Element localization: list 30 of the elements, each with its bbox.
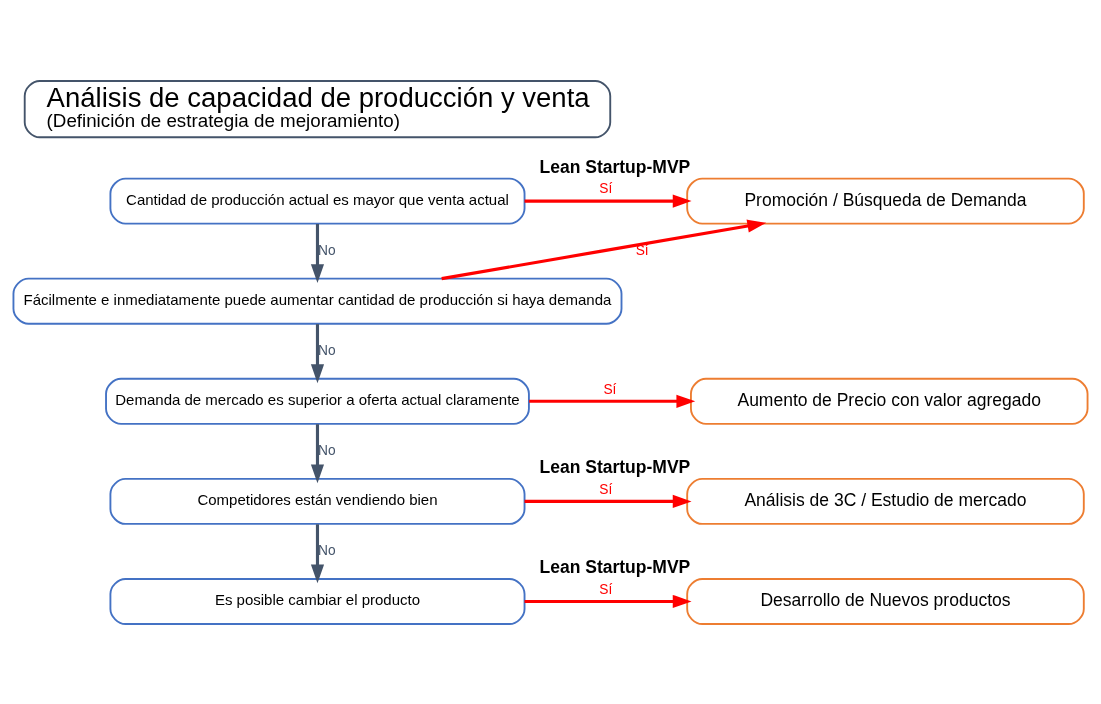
node-box: Demanda de mercado es superior a oferta actual claramente	[105, 377, 530, 425]
arrow	[310, 523, 325, 583]
node-box: Competidores están vendiendo bien	[109, 477, 526, 525]
arrow	[529, 394, 696, 408]
node-label: Lean Startup-MVP	[539, 456, 691, 477]
arrow	[310, 223, 325, 283]
node-box: Análisis de capacidad de producción y venta (Definición de estrategia de mejoramiento)	[23, 79, 612, 138]
edge-label: Sí	[599, 481, 613, 497]
node-label: Lean Startup-MVP	[539, 156, 691, 177]
node-box: Fácilmente e inmediatamente puede aumentar cantidad de producción si haya demanda	[12, 277, 623, 325]
node-box: Promoción / Búsqueda de Demanda	[686, 177, 1085, 225]
edge-label: Sí	[599, 180, 613, 196]
arrow	[310, 423, 325, 483]
node-box: Análisis de 3C / Estudio de mercado	[686, 477, 1085, 525]
node-label: Lean Startup-MVP	[539, 556, 691, 577]
arrow	[524, 494, 692, 508]
node-box: Desarrollo de Nuevos productos	[686, 577, 1085, 625]
edge-label: No	[318, 542, 336, 558]
edge-label: Sí	[603, 381, 617, 397]
node-box: Aumento de Precio con valor agregado	[690, 377, 1089, 425]
arrow	[524, 594, 692, 608]
arrow	[310, 323, 325, 383]
edge-label: No	[318, 442, 336, 458]
edge-label: No	[318, 242, 336, 258]
node-box: Cantidad de producción actual es mayor que venta actual	[109, 177, 526, 225]
node-box: Es posible cambiar el producto	[109, 577, 526, 625]
arrow	[524, 194, 692, 208]
edge-label: No	[318, 342, 336, 358]
arrow	[441, 219, 767, 280]
edge-label: Sí	[599, 581, 613, 597]
